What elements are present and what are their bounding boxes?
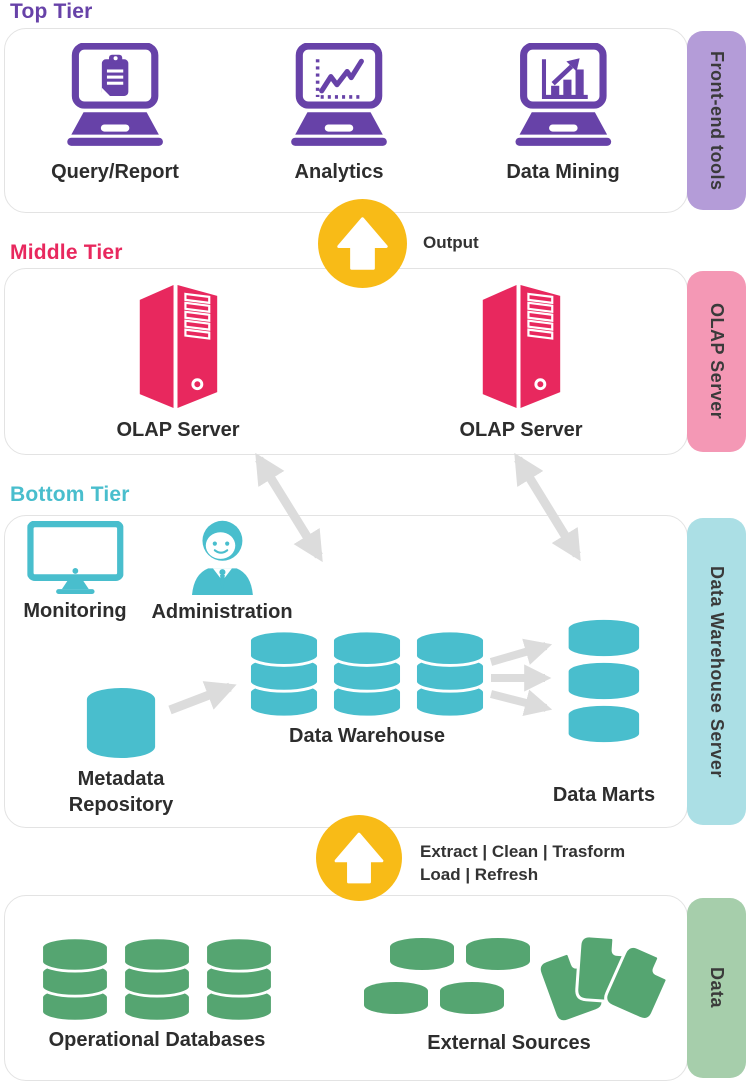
operational-databases-label: Operational Databases bbox=[48, 1029, 266, 1051]
etl-label-line1: Extract | Clean | Trasform bbox=[420, 842, 626, 861]
data-tab: Data bbox=[687, 898, 746, 1078]
olap-server-tab-label: OLAP Server bbox=[707, 303, 727, 420]
server-tower-icon bbox=[139, 284, 217, 409]
monitoring-item: Monitoring bbox=[23, 521, 127, 623]
middle-tier-box bbox=[4, 268, 688, 455]
server-tower-icon bbox=[482, 284, 560, 409]
database-stack-icon bbox=[414, 629, 486, 719]
front-end-tools-tab: Front-end tools bbox=[687, 31, 746, 210]
monitor-icon bbox=[27, 521, 123, 594]
flat-disk-icon bbox=[440, 982, 504, 1014]
flat-disk-icon bbox=[466, 938, 530, 970]
database-stack-icon bbox=[204, 936, 274, 1023]
olap-server-tab: OLAP Server bbox=[687, 271, 746, 452]
olap-server-2-label: OLAP Server bbox=[459, 419, 583, 441]
external-sources-label: External Sources bbox=[427, 1032, 591, 1054]
database-stack-icon bbox=[40, 936, 110, 1023]
output-arrow-badge bbox=[318, 199, 407, 293]
database-stack-icon bbox=[248, 629, 320, 719]
output-label: Output bbox=[423, 233, 479, 252]
bottom-tier-heading: Bottom Tier bbox=[10, 483, 130, 506]
monitoring-label: Monitoring bbox=[23, 600, 127, 622]
etl-arrow-badge bbox=[316, 815, 402, 906]
clipboard-icon bbox=[101, 54, 129, 96]
data-mining-label: Data Mining bbox=[506, 161, 620, 183]
documents-icon bbox=[538, 934, 669, 1024]
analytics-item: Analytics bbox=[283, 43, 395, 184]
front-end-tools-tab-label: Front-end tools bbox=[707, 50, 727, 191]
top-tier-heading: Top Tier bbox=[10, 0, 93, 23]
data-marts-label: Data Marts bbox=[552, 784, 656, 806]
person-icon bbox=[191, 520, 253, 595]
database-disk-icon bbox=[568, 662, 640, 700]
database-disk-icon bbox=[568, 705, 640, 743]
laptop-icon bbox=[515, 43, 611, 146]
etl-label-line2: Load | Refresh bbox=[420, 865, 539, 884]
database-stack-icon bbox=[331, 629, 403, 719]
data-mining-item: Data Mining bbox=[506, 43, 620, 184]
data-warehouse-label: Data Warehouse bbox=[289, 725, 445, 747]
olap-server-1-label: OLAP Server bbox=[116, 419, 240, 441]
data-warehouse-server-tab-label: Data Warehouse Server bbox=[707, 565, 727, 778]
database-disk-icon bbox=[568, 619, 640, 657]
etl-label: Extract | Clean | Trasform Load | Refres… bbox=[420, 840, 625, 886]
laptop-icon bbox=[291, 43, 387, 146]
data-tab-label: Data bbox=[707, 967, 727, 1009]
operational-databases-item: Operational Databases bbox=[39, 936, 275, 1052]
up-arrow-icon bbox=[318, 199, 407, 288]
external-sources-item: External Sources bbox=[427, 1026, 590, 1055]
data-warehouse-item: Data Warehouse bbox=[247, 629, 487, 748]
metadata-repository-label: Metadata Repository bbox=[68, 768, 174, 816]
bar-chart-arrow-icon bbox=[541, 58, 588, 99]
laptop-icon bbox=[67, 43, 163, 146]
data-marts-item: Data Marts bbox=[553, 618, 655, 807]
data-warehouse-server-tab: Data Warehouse Server bbox=[687, 518, 746, 825]
administration-item: Administration bbox=[151, 517, 293, 624]
administration-label: Administration bbox=[151, 601, 293, 623]
flat-disk-icon bbox=[390, 938, 454, 970]
olap-server-2-item: OLAP Server bbox=[459, 282, 583, 442]
up-arrow-icon bbox=[316, 815, 402, 901]
olap-server-1-item: OLAP Server bbox=[116, 282, 240, 442]
metadata-repository-item: Metadata Repository bbox=[51, 686, 191, 818]
flat-disk-icon bbox=[364, 982, 428, 1014]
middle-tier-heading: Middle Tier bbox=[10, 241, 123, 264]
database-stack-icon bbox=[122, 936, 192, 1023]
database-cylinder-icon bbox=[86, 687, 156, 759]
query-report-label: Query/Report bbox=[51, 161, 179, 183]
query-report-item: Query/Report bbox=[51, 43, 179, 184]
analytics-label: Analytics bbox=[294, 161, 384, 183]
